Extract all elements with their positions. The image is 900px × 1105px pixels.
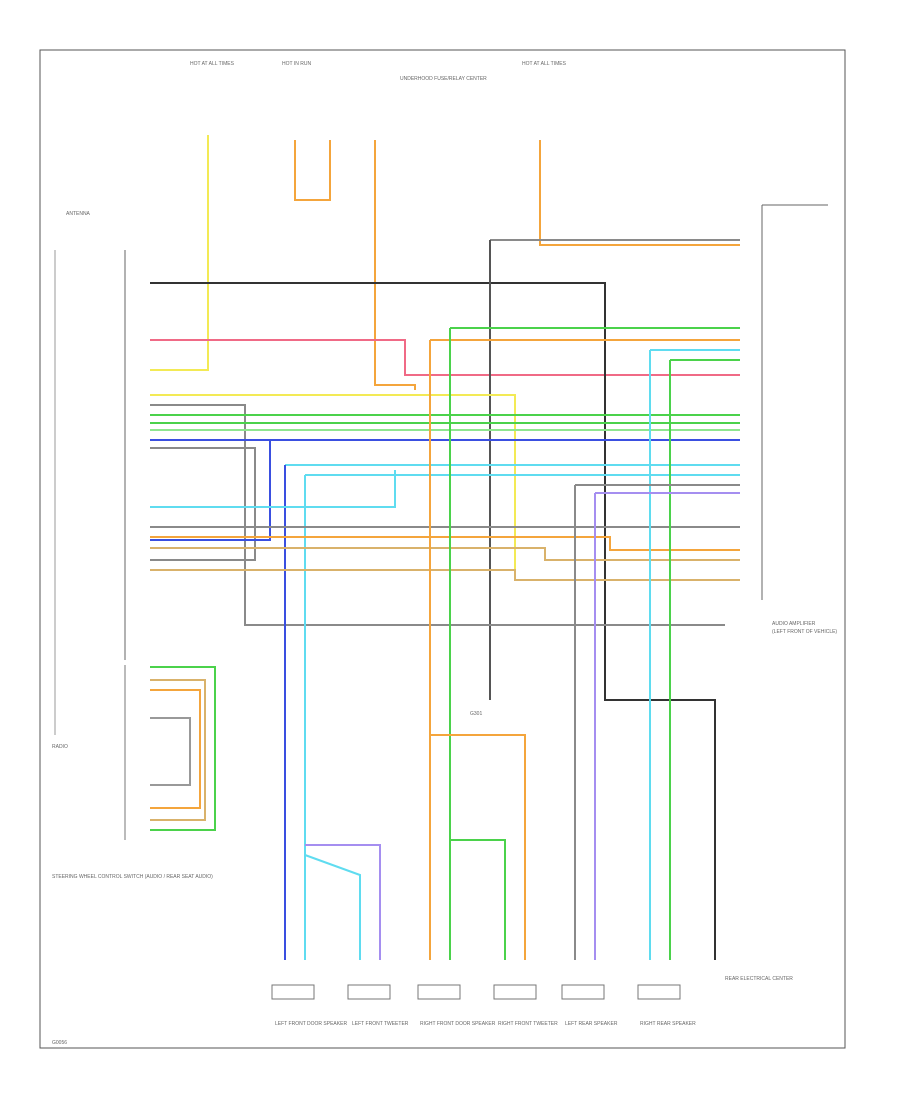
wire-black-ground [150,282,716,960]
wire-tan-rr [150,547,740,561]
wire-orange-tweeter [430,734,526,960]
wire-blue-2 [150,440,271,541]
amplifier-unit [761,204,828,600]
ground-note: REAR ELECTRICAL CENTER [725,976,793,982]
wire-orange-lr [150,536,740,551]
speaker-right-front-door [417,984,461,1000]
wire-ltblue-3 [150,470,396,508]
speaker-row [271,984,681,1000]
swc-caption: STEERING WHEEL CONTROL SWITCH (AUDIO / R… [52,874,213,880]
speaker-left-front-door [271,984,315,1000]
wire-orange-amp-b [539,140,740,246]
speaker-2-label: LEFT FRONT TWEETER [352,1021,409,1027]
amp-label: AUDIO AMPLIFIER [772,621,816,627]
wire-orange-b [374,140,416,390]
speaker-4-label: RIGHT FRONT TWEETER [498,1021,558,1027]
speaker-6-label: RIGHT REAR SPEAKER [640,1021,696,1027]
speaker-left-front-tweeter [347,984,391,1000]
wire-tan-2 [150,569,740,581]
wire-orange-loop [294,140,331,201]
fuse-3-label: HOT AT ALL TIMES [522,61,567,67]
speaker-5-label: LEFT REAR SPEAKER [565,1021,618,1027]
antenna-label: ANTENNA [66,211,91,217]
wire-swc-orange [150,689,201,809]
wire-swc-tan [150,679,206,821]
wire-swc-green [150,666,216,831]
speaker-left-rear [561,984,605,1000]
fuse-note-2: UNDERHOOD FUSE/RELAY CENTER [400,76,487,82]
wire-yellow-ign [150,135,209,371]
wire-ltblue-tweeter [304,854,361,960]
radio-unit [54,250,126,840]
wire-violet-tweeter [305,844,381,960]
label-layer: ANTENNA RADIO STEERING WHEEL CONTROL SWI… [52,61,837,1046]
speaker-1-label: LEFT FRONT DOOR SPEAKER [275,1021,347,1027]
wire-green-tweeter [450,839,506,960]
speaker-right-rear [637,984,681,1000]
wire-group [150,135,740,960]
speaker-3-label: RIGHT FRONT DOOR SPEAKER [420,1021,496,1027]
speaker-right-front-tweeter [493,984,537,1000]
fuse-2-label: HOT IN RUN [282,61,311,67]
footer-code: G0056 [52,1040,67,1046]
wire-swc-gray [150,717,191,786]
wire-pink [150,339,740,376]
radio-label: RADIO [52,744,68,750]
amp-sub-caption: (LEFT FRONT OF VEHICLE) [772,629,837,635]
fuse-1-label: HOT AT ALL TIMES [190,61,235,67]
wire-gray-2 [150,447,256,561]
wire-gray-lf [150,404,725,626]
ground-label: G301 [470,711,482,717]
diagram-border [39,49,846,1049]
